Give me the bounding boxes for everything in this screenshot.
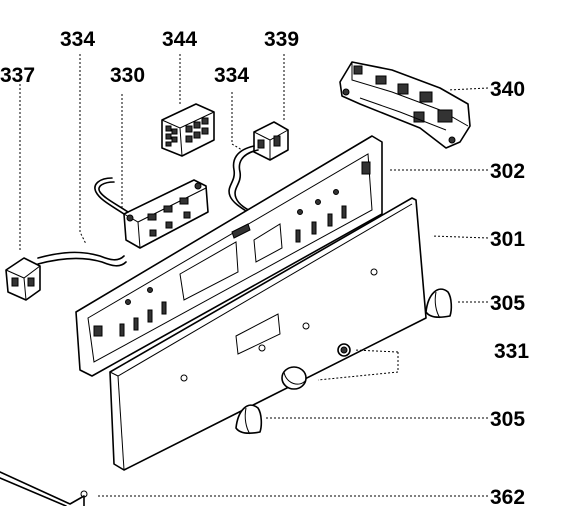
callout-344: 344 [162, 28, 197, 51]
callout-331: 331 [494, 340, 529, 363]
callout-305-bottom: 305 [490, 408, 525, 431]
callout-334-left: 334 [60, 28, 95, 51]
callout-302: 302 [490, 160, 525, 183]
callout-labels: 337 334 330 344 334 339 340 302 301 305 … [0, 28, 529, 506]
part-362-bracket-rod [0, 471, 88, 506]
part-344-selector-switch [161, 103, 215, 157]
part-301-front-fascia-panel [109, 197, 427, 471]
part-302-control-panel-frame [75, 135, 383, 377]
part-331-control-knob [281, 343, 351, 390]
callout-339: 339 [264, 28, 299, 51]
part-339-connector-block [253, 121, 289, 161]
leader-lines [19, 54, 489, 497]
part-337-wiring-connector [5, 257, 41, 301]
callout-337: 337 [0, 64, 35, 87]
part-305-end-cap-top [425, 288, 453, 319]
callout-362: 362 [490, 486, 525, 506]
part-330-control-module [123, 179, 209, 249]
part-305-end-cap-bottom [235, 404, 263, 435]
callout-330: 330 [110, 64, 145, 87]
callout-305-top: 305 [490, 292, 525, 315]
part-340-door-lock-switch [339, 61, 471, 149]
callout-301: 301 [490, 228, 525, 251]
callout-334-right: 334 [214, 64, 249, 87]
callout-340: 340 [490, 78, 525, 101]
part-334-harness-left [37, 177, 129, 267]
